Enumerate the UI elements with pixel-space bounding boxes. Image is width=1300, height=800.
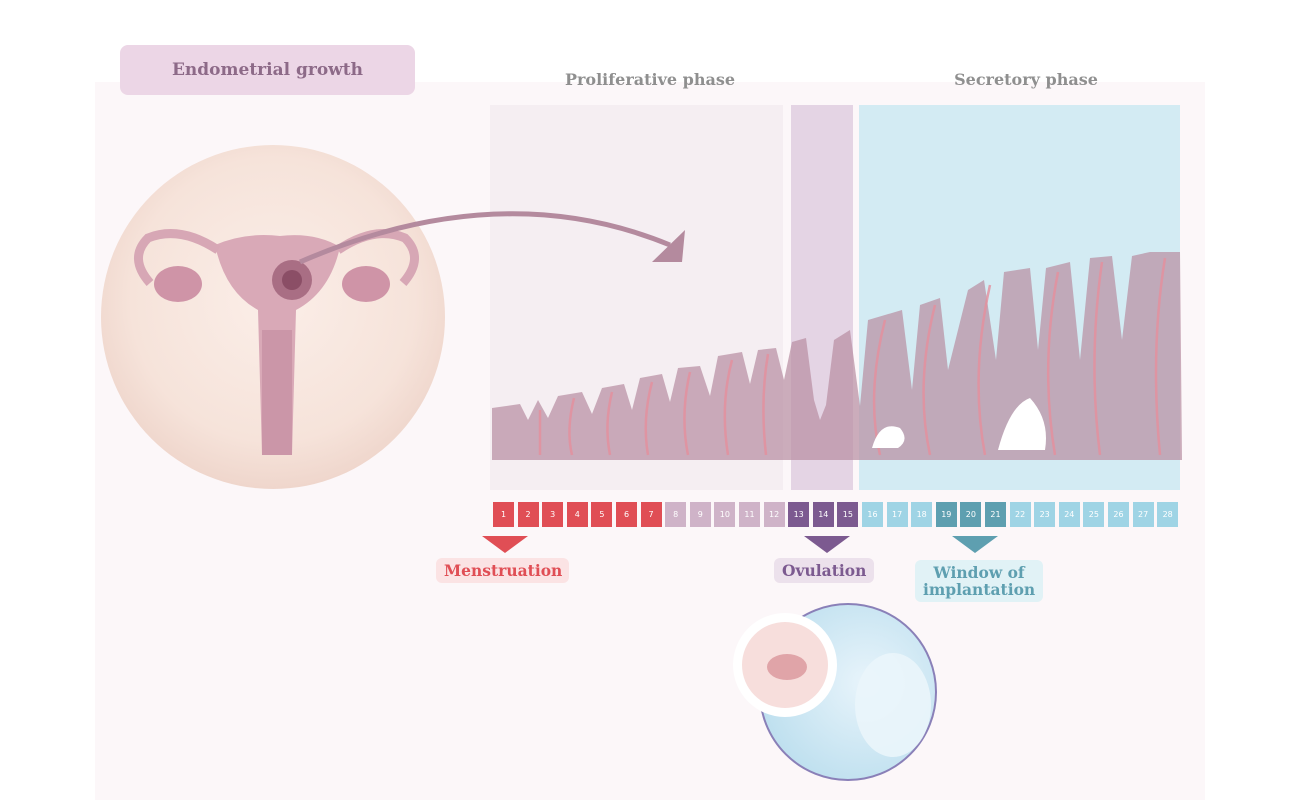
day-cell: 15 <box>837 502 859 527</box>
day-cell: 18 <box>911 502 933 527</box>
day-cell: 13 <box>788 502 810 527</box>
menstruation-marker-icon <box>482 536 528 553</box>
day-cell: 26 <box>1108 502 1129 527</box>
title-text: Endometrial growth <box>171 60 364 80</box>
day-cell: 1 <box>493 502 514 527</box>
day-cell: 17 <box>886 502 908 527</box>
day-cell: 3 <box>542 502 564 527</box>
day-cell: 7 <box>640 502 662 527</box>
uterus-icon <box>134 229 419 455</box>
endometrium-vessels <box>538 257 1167 456</box>
menstruation-label-text: Menstruation <box>444 561 563 580</box>
ovulation-marker-icon <box>804 536 850 553</box>
day-cell: 10 <box>714 502 736 527</box>
gland-cavities <box>872 398 1046 450</box>
day-cell: 6 <box>616 502 637 527</box>
implantation-label-line1: Window of <box>933 563 1025 582</box>
day-cell: 28 <box>1157 502 1179 527</box>
day-cell: 25 <box>1083 502 1105 527</box>
day-cell: 11 <box>739 502 760 527</box>
ovulation-label: Ovulation <box>774 558 874 583</box>
day-cell: 14 <box>812 502 834 527</box>
day-cell: 16 <box>862 502 883 527</box>
title-badge: Endometrial growth <box>120 45 415 95</box>
phase-label-secretory: Secretory phase <box>954 70 1098 89</box>
day-cell: 23 <box>1034 502 1056 527</box>
phase-label-proliferative: Proliferative phase <box>564 70 736 89</box>
day-cell: 21 <box>985 502 1006 527</box>
oocyte-illustration <box>733 603 937 781</box>
day-cell: 20 <box>960 502 982 527</box>
implantation-label-line2: implantation <box>923 580 1036 599</box>
day-cell: 8 <box>665 502 687 527</box>
day-cell: 2 <box>517 502 539 527</box>
day-cell: 9 <box>689 502 711 527</box>
day-cell: 27 <box>1132 502 1154 527</box>
implantation-label: Window of implantation <box>915 560 1043 602</box>
day-cell: 19 <box>935 502 957 527</box>
menstruation-label: Menstruation <box>436 558 569 583</box>
day-cell: 4 <box>566 502 588 527</box>
implantation-marker-icon <box>952 536 998 553</box>
day-cell: 5 <box>591 502 613 527</box>
arrow-icon <box>299 211 671 265</box>
ovulation-label-text: Ovulation <box>782 561 867 580</box>
day-cell: 12 <box>763 502 785 527</box>
endometrium-tissue <box>492 252 1182 460</box>
day-cell: 24 <box>1058 502 1080 527</box>
day-cell: 22 <box>1009 502 1031 527</box>
